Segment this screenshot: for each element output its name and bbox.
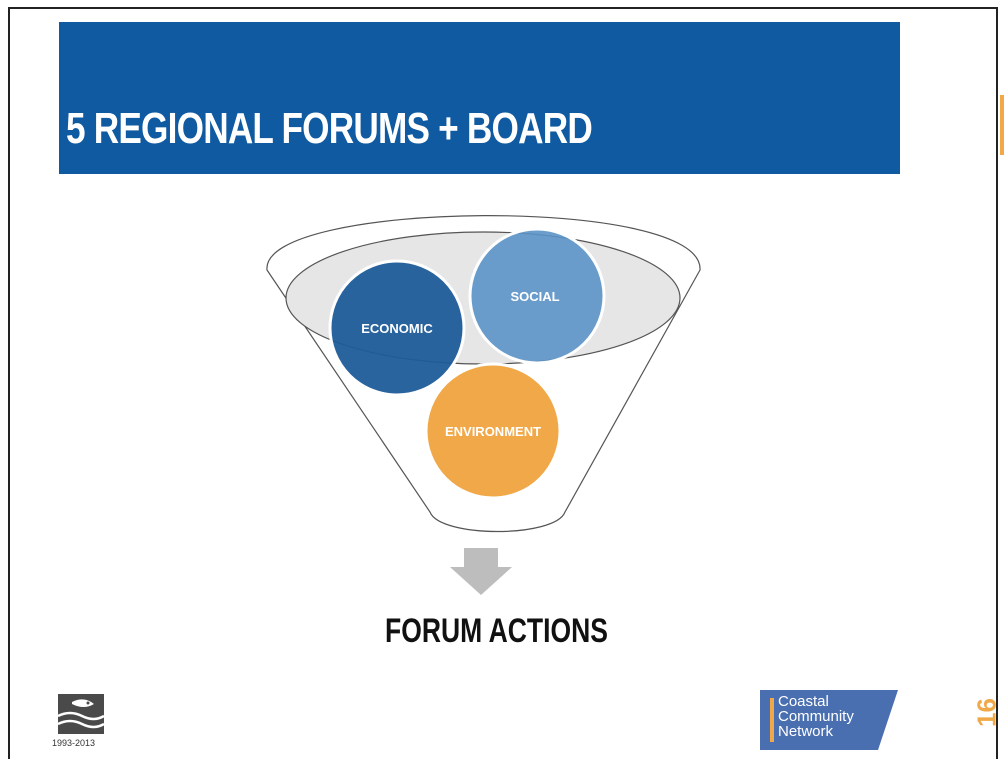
down-arrow — [450, 548, 512, 595]
slide-frame — [8, 7, 998, 759]
social-circle — [468, 227, 606, 365]
environment-circle — [424, 362, 562, 500]
anniversary-logo — [57, 694, 105, 734]
environment-label: ENVIRONMENT — [445, 424, 541, 439]
logo-years: 1993-2013 — [52, 738, 96, 748]
ccn-logo-text: Coastal Community Network — [778, 694, 854, 739]
economic-label: ECONOMIC — [361, 321, 433, 336]
page-number: 16 — [971, 698, 1002, 728]
side-accent-stripe — [1000, 95, 1004, 155]
ccn-line-1: Coastal — [778, 693, 829, 710]
ccn-line-3: Network — [778, 723, 834, 740]
coastal-community-network-logo — [760, 690, 898, 750]
economic-circle — [328, 259, 466, 397]
title-bar — [59, 22, 900, 174]
slide-title: 5 REGIONAL FORUMS + BOARD — [66, 104, 593, 153]
forum-actions-label: FORUM ACTIONS — [385, 612, 608, 650]
ccn-line-2: Community — [778, 708, 854, 725]
social-label: SOCIAL — [510, 289, 559, 304]
